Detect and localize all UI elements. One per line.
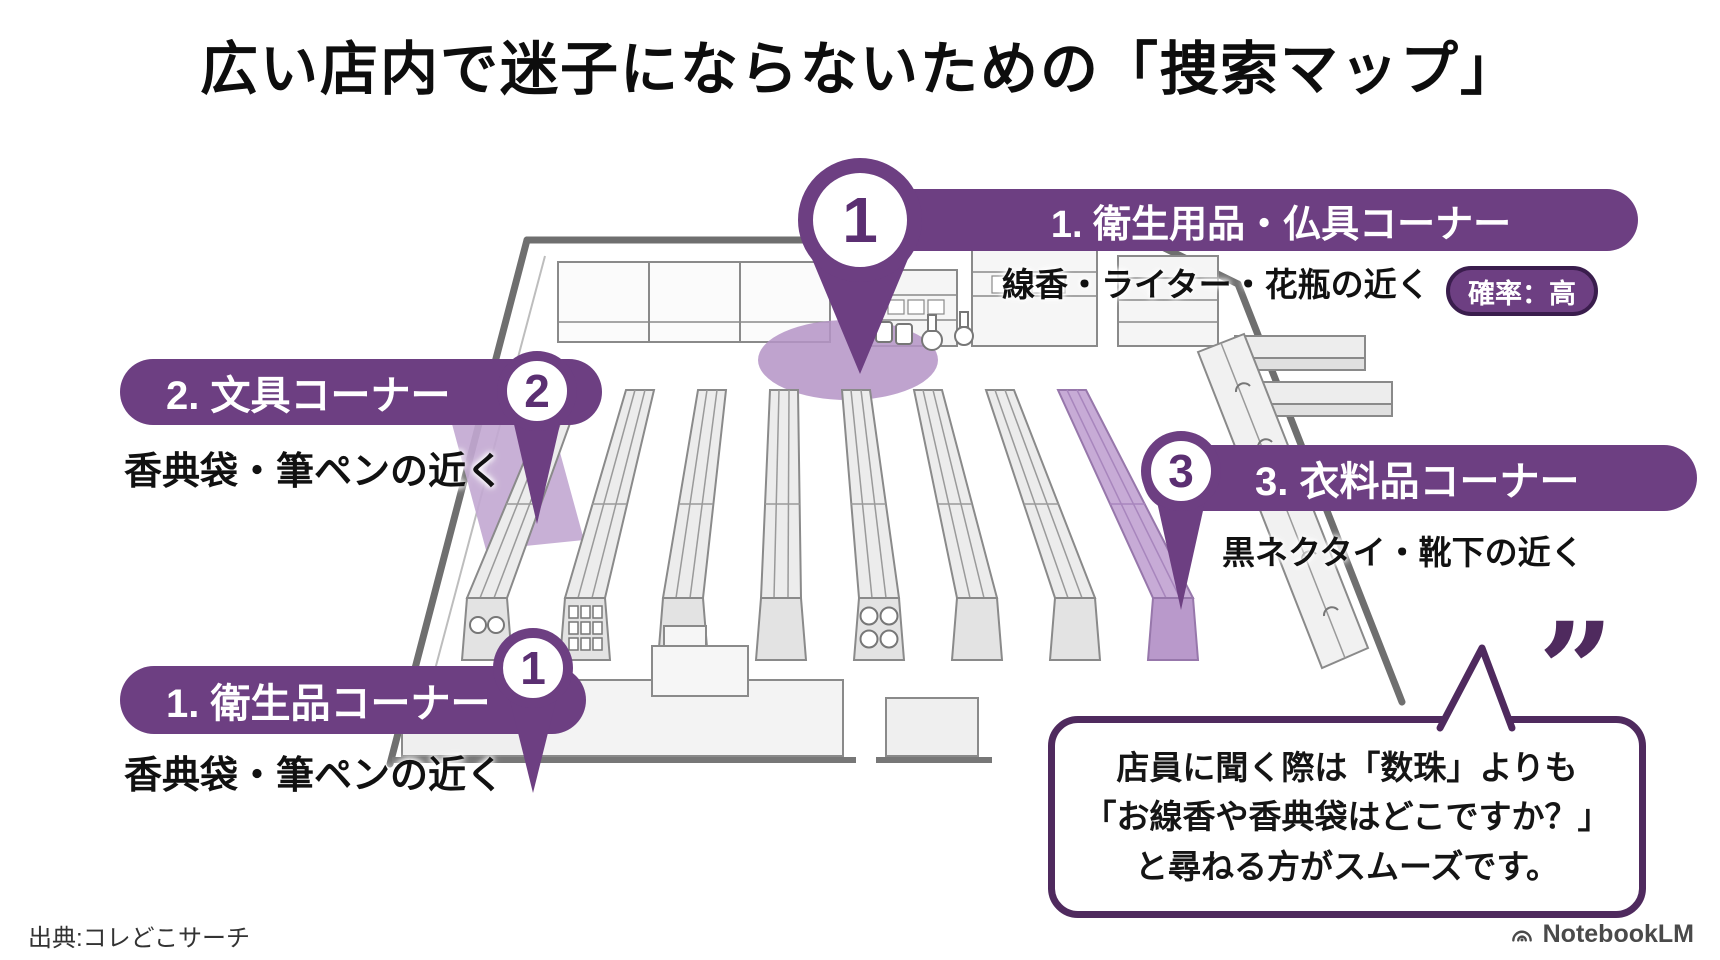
bubble-line-2: 「お線香や香典袋はどこですか？」 <box>1083 798 1611 836</box>
map-pin-3-icon: 3 <box>1141 431 1221 511</box>
notebooklm-icon <box>1511 930 1532 942</box>
label-bar-spot1: 1. 衛生用品・仏具コーナー <box>874 189 1638 251</box>
notebooklm-logo: NotebookLM <box>1509 920 1694 949</box>
step-tables <box>1234 335 1393 417</box>
notebooklm-label: NotebookLM <box>1542 920 1694 948</box>
label-bar-spot3: 3. 衣料品コーナー <box>1143 445 1697 511</box>
map-pin-1-floor-number: 1 <box>520 642 546 694</box>
subtitle-spot1: 線香・ライター・花瓶の近く <box>1002 266 1430 303</box>
label-bar-spot3-text: 3. 衣料品コーナー <box>1255 460 1580 504</box>
bubble-line-1: 店員に聞く際は「数珠」よりも <box>1116 748 1578 786</box>
label-bar-spot1-text: 1. 衛生用品・仏具コーナー <box>1050 203 1512 246</box>
map-pin-2-icon: 2 <box>497 351 577 431</box>
page-title: 広い店内で迷子にならないための「捜索マップ」 <box>199 35 1520 103</box>
map-pin-1-floor-icon: 1 <box>493 628 573 708</box>
label-bar-spot2-text: 2. 文具コーナー <box>166 374 451 418</box>
map-pin-3-number: 3 <box>1168 445 1194 497</box>
map-pin-2-number: 2 <box>524 365 550 417</box>
probability-badge: 確率：高 <box>1446 266 1598 316</box>
bubble-line-3: と尋ねる方がスムーズです。 <box>1134 847 1560 885</box>
map-pin-1-icon: 1 <box>798 158 922 282</box>
label-bar-spot1-floor-text: 1. 衛生品コーナー <box>166 682 491 726</box>
map-pin-1-number: 1 <box>842 184 878 256</box>
shelf-goods <box>875 311 974 351</box>
quote-mark-icon: ” <box>1538 594 1614 749</box>
subtitle-spot2: 香典袋・筆ペンの近く <box>124 451 505 493</box>
highlight-spot1 <box>758 320 938 400</box>
subtitle-spot1-floor: 香典袋・筆ペンの近く <box>124 755 505 797</box>
highlight-spot3-aisle <box>1056 389 1200 661</box>
source-credit: 出典:コレどこサーチ <box>28 925 250 952</box>
advice-speech-bubble: 店員に聞く際は「数珠」よりも 「お線香や香典袋はどこですか？」 と尋ねる方がスム… <box>1048 716 1646 918</box>
subtitle-spot3: 黒ネクタイ・靴下の近く <box>1222 534 1584 571</box>
